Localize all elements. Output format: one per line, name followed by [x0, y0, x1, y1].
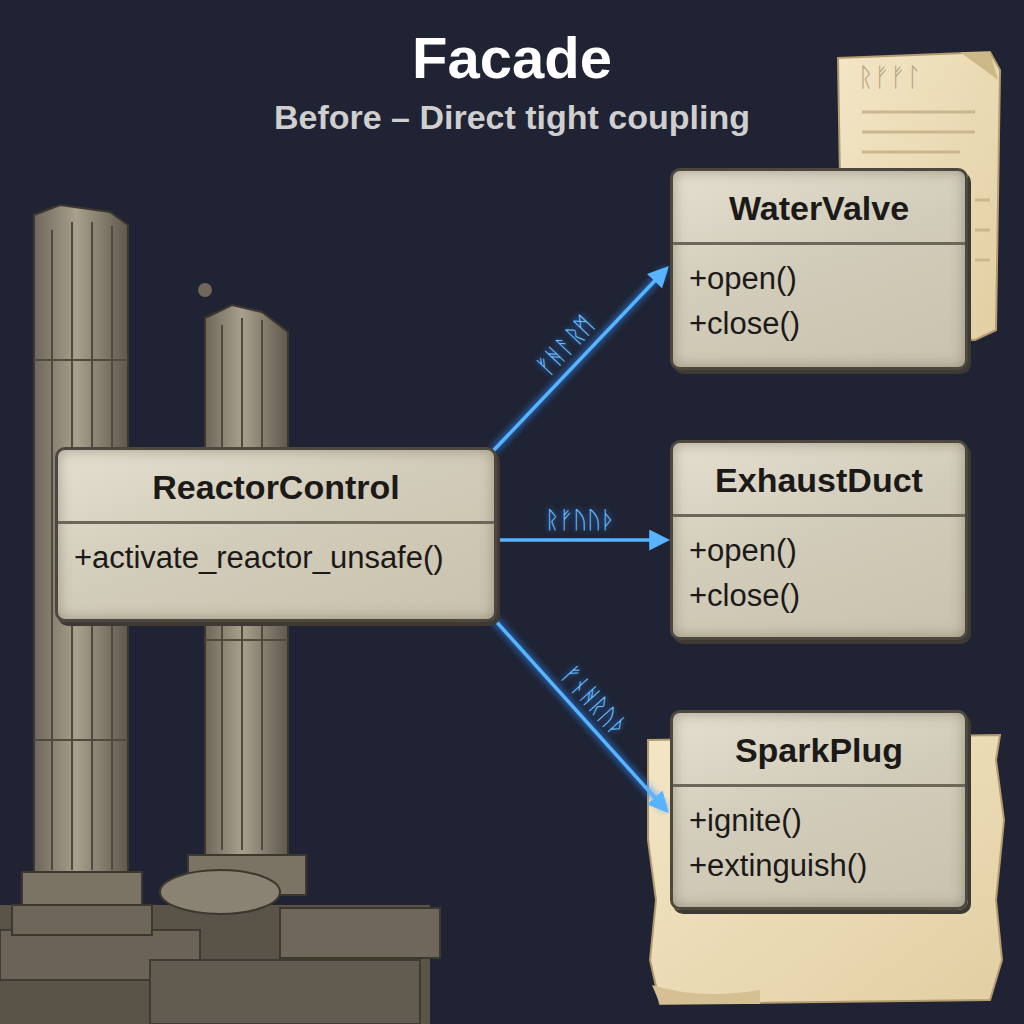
- class-box: WaterValve+open()+close(): [670, 168, 968, 370]
- arrow-line: [493, 538, 666, 542]
- arrow-glow: [493, 618, 666, 810]
- arrow-glow: [493, 536, 666, 544]
- parchment-runes: ᚱᚠᚠᛚ: [858, 62, 922, 92]
- class-box: ReactorControl +activate_reactor_unsafe(): [55, 447, 497, 622]
- method-name: +open(): [689, 257, 949, 302]
- method-name: +activate_reactor_unsafe(): [74, 536, 478, 581]
- class-box: SparkPlug+ignite()+extinguish(): [670, 710, 968, 910]
- method-name: +open(): [689, 529, 949, 574]
- class-name: ExhaustDuct: [673, 443, 965, 514]
- method-list: +ignite()+extinguish(): [673, 784, 965, 901]
- class-box: ExhaustDuct+open()+close(): [670, 440, 968, 640]
- class-name: ReactorControl: [58, 450, 494, 521]
- dependency-arrow: [493, 269, 666, 451]
- method-list: +activate_reactor_unsafe(): [58, 521, 494, 593]
- method-name: +close(): [689, 574, 949, 619]
- dependency-arrow: [493, 540, 666, 541]
- subtitle: Before – Direct tight coupling: [0, 98, 1024, 137]
- class-name: WaterValve: [673, 171, 965, 242]
- arrow-glow: [493, 269, 666, 451]
- arrow-line: [493, 269, 666, 451]
- dependency-arrow: [493, 618, 666, 810]
- arrow-line: [493, 618, 666, 810]
- method-list: +open()+close(): [673, 514, 965, 631]
- method-name: +extinguish(): [689, 844, 949, 889]
- method-name: +close(): [689, 302, 949, 347]
- edge-label: ᚱᚠᚢᚢᚦ: [545, 506, 615, 534]
- method-name: +ignite(): [689, 799, 949, 844]
- class-name: SparkPlug: [673, 713, 965, 784]
- method-list: +open()+close(): [673, 242, 965, 359]
